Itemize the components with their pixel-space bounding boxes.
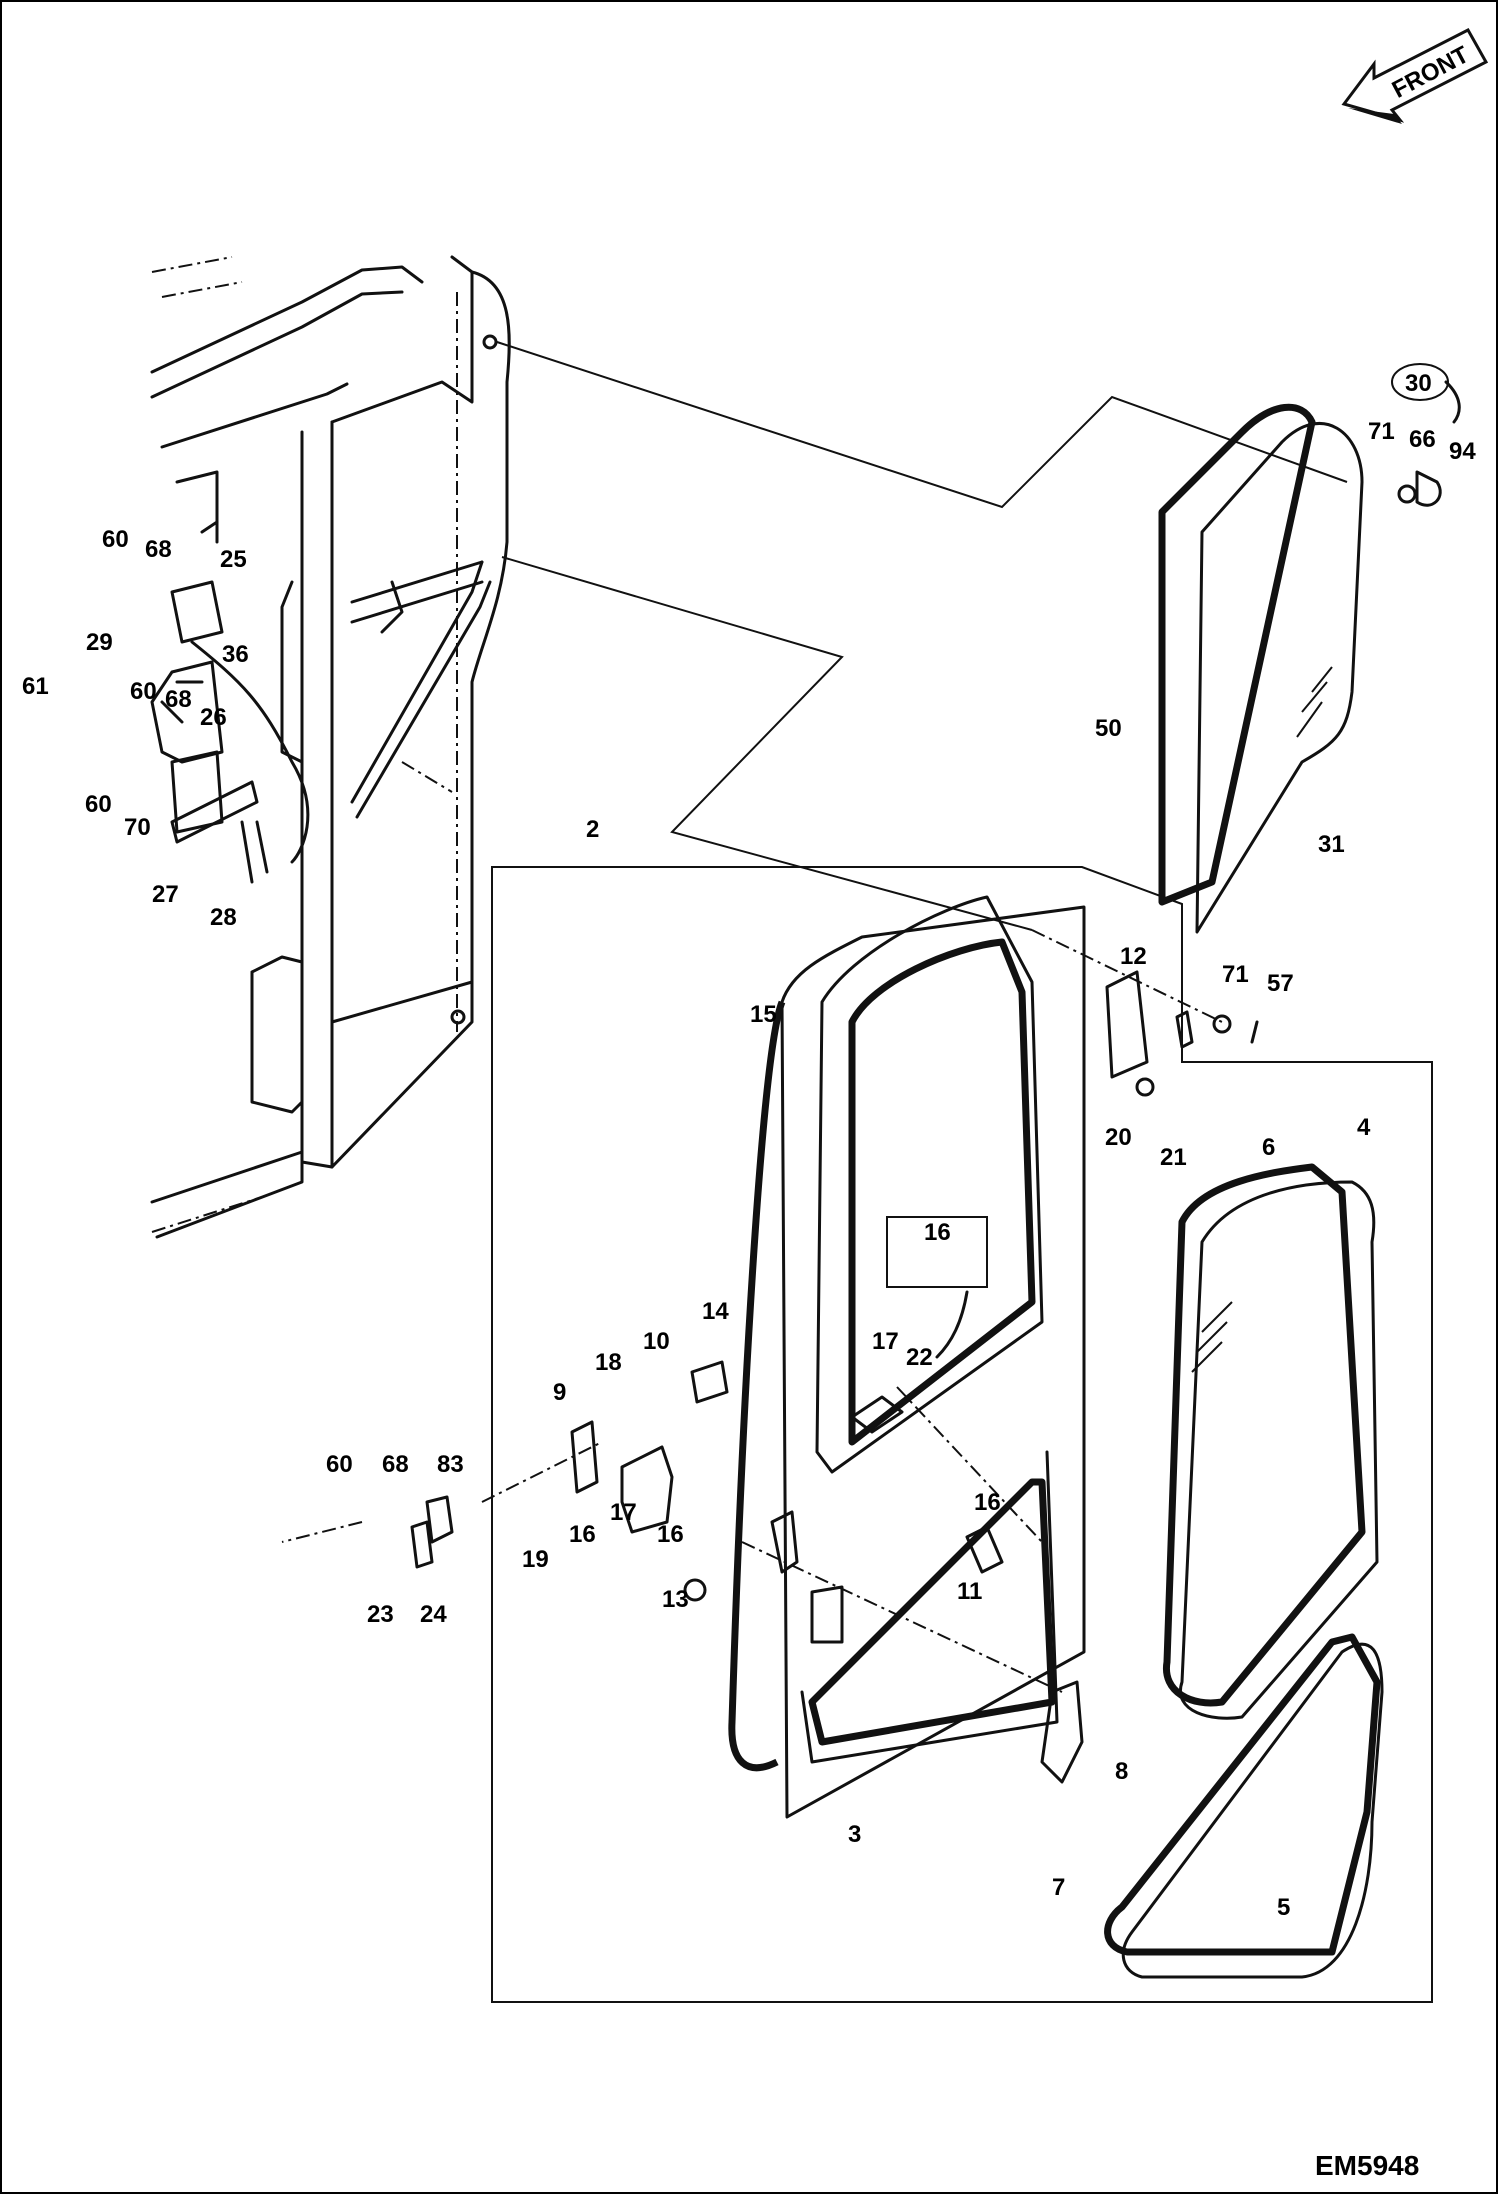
callout: 16	[569, 1521, 596, 1548]
callout: 60	[130, 678, 157, 705]
callout: 57	[1267, 970, 1294, 997]
lower-window-5-7	[1104, 1633, 1384, 1979]
callout: 26	[200, 704, 227, 731]
cab-frame	[150, 255, 511, 1239]
leader-lines	[281, 341, 1348, 1693]
callout: 8	[1115, 1758, 1128, 1785]
callout: 30	[1405, 370, 1432, 397]
callout: 16	[924, 1219, 951, 1246]
drawing-code: EM5948	[1315, 2150, 1419, 2181]
front-window-4-6	[1163, 1163, 1379, 1720]
callout: 15	[750, 1001, 777, 1028]
callout: 19	[522, 1546, 549, 1573]
callout: 24	[420, 1601, 447, 1628]
callout: 70	[124, 814, 151, 841]
rear-window-50-31	[1158, 403, 1364, 934]
callout: 3	[848, 1821, 861, 1848]
callout: 17	[872, 1328, 899, 1355]
callout: 68	[145, 536, 172, 563]
front-arrow-icon: FRONT	[1341, 28, 1489, 124]
hardware-parts	[150, 470, 1442, 1784]
callout: 29	[86, 629, 113, 656]
callout: 83	[437, 1451, 464, 1478]
assembly-2-boundary	[491, 866, 1433, 2003]
callout: 61	[22, 673, 49, 700]
callout: 27	[152, 881, 179, 908]
callout: 7	[1052, 1874, 1065, 1901]
callout: 16	[657, 1521, 684, 1548]
callout: 2	[586, 816, 599, 843]
callout: 28	[210, 904, 237, 931]
callout: 21	[1160, 1144, 1187, 1171]
callout: 17	[610, 1499, 637, 1526]
callout: 22	[906, 1344, 933, 1371]
callout: 71	[1222, 961, 1249, 988]
callout: 16	[974, 1489, 1001, 1516]
door-assembly-2	[728, 895, 1086, 1819]
callout: 10	[643, 1328, 670, 1355]
callout: 23	[367, 1601, 394, 1628]
callout: 66	[1409, 426, 1436, 453]
callout: 20	[1105, 1124, 1132, 1151]
callout: 94	[1449, 438, 1476, 465]
callout: 36	[222, 641, 249, 668]
callout: 71	[1368, 418, 1395, 445]
callout: 25	[220, 546, 247, 573]
callout: 4	[1357, 1114, 1371, 1141]
callout: 60	[326, 1451, 353, 1478]
callout: 60	[85, 791, 112, 818]
callout: 13	[662, 1586, 689, 1613]
callout: 68	[382, 1451, 409, 1478]
callout-30-arrow	[1444, 380, 1461, 424]
callout: 31	[1318, 831, 1345, 858]
callout: 12	[1120, 943, 1147, 970]
callout: 50	[1095, 715, 1122, 742]
callout: 68	[165, 686, 192, 713]
callout: 9	[553, 1379, 566, 1406]
callout: 11	[957, 1578, 982, 1605]
callout: 6	[1262, 1134, 1275, 1161]
callout: 60	[102, 526, 129, 553]
callout-labels: 60 68 25 29 36 61 60 68 26 60 70 27 28 3…	[22, 370, 1476, 1921]
callout: 5	[1277, 1894, 1290, 1921]
callout: 18	[595, 1349, 622, 1376]
callout: 14	[702, 1298, 729, 1325]
